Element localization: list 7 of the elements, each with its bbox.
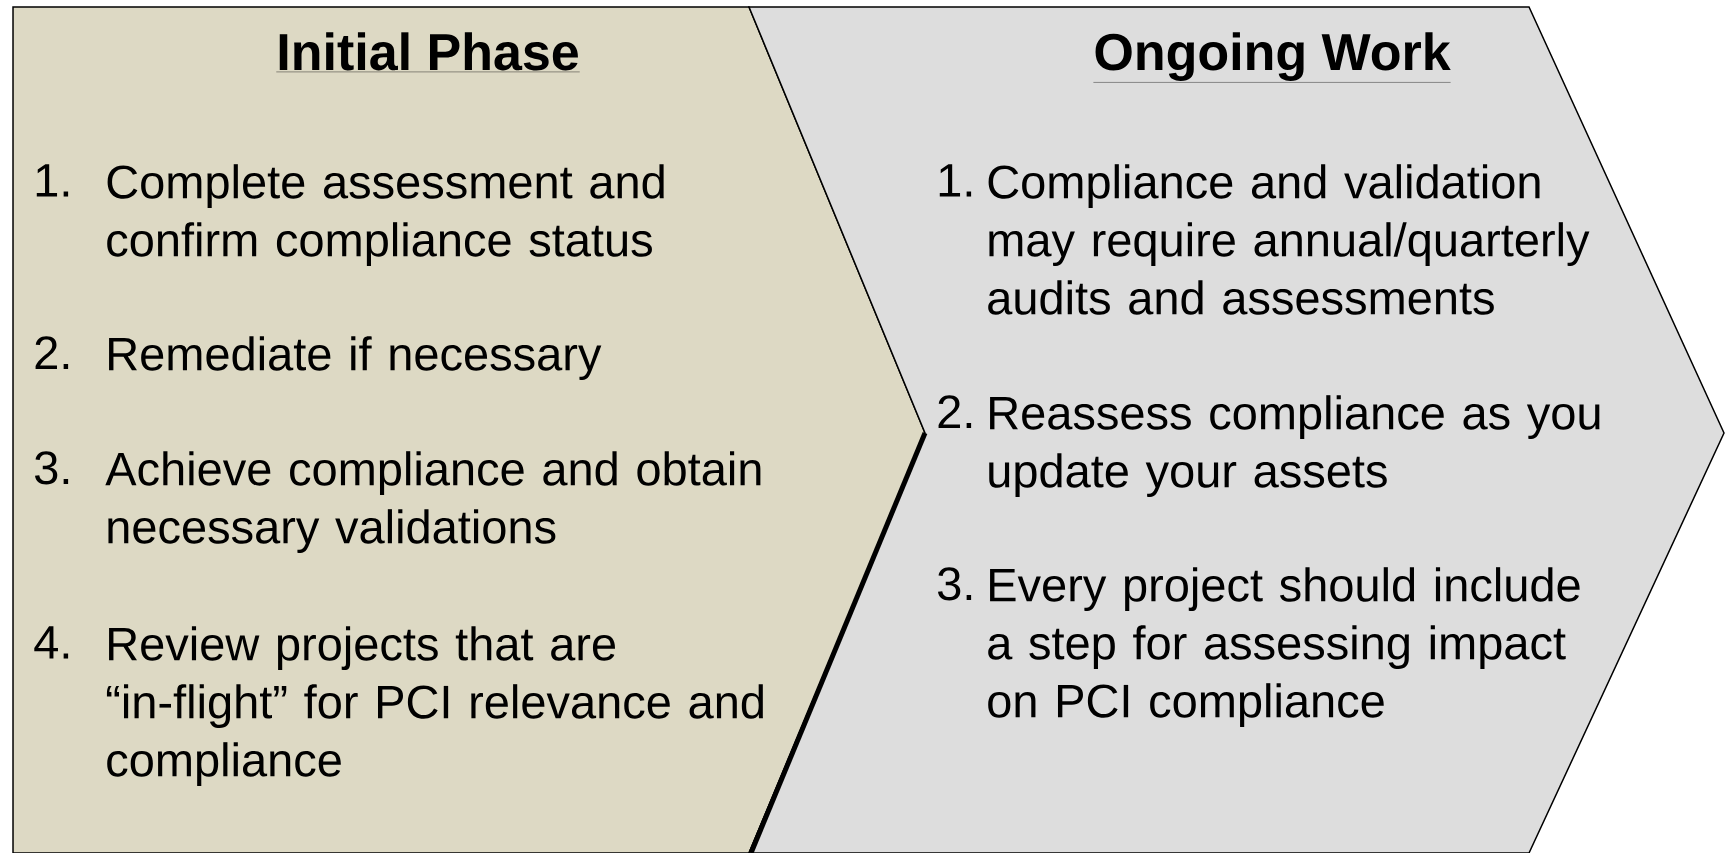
- list-item: Every project should include a step for assessing impact on PCI compliance: [988, 567, 1580, 727]
- heading: Ongoing Work: [1093, 32, 1451, 83]
- list-item: Compliance and validation may require annual/quarterly audits and assessments: [988, 164, 1590, 315]
- list-item: Reassess compliance as you update your assets: [989, 395, 1600, 497]
- item-number: 1.: [939, 164, 972, 197]
- item-number: 2.: [938, 395, 972, 428]
- item-number: 3.: [938, 567, 972, 601]
